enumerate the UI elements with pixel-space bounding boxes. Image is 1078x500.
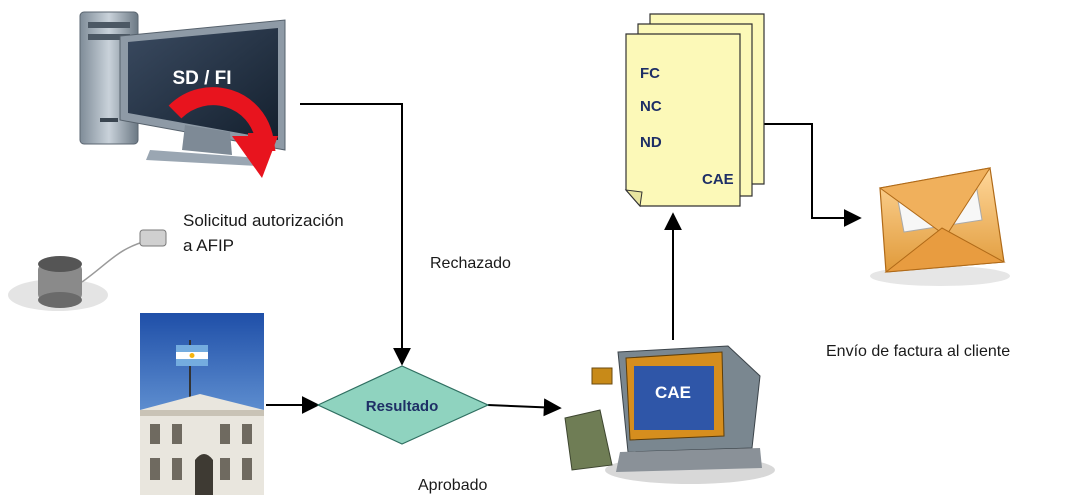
doc-stamp-cae: CAE xyxy=(702,171,734,188)
solicitud-label-line1: Solicitud autorización xyxy=(183,211,344,230)
cae-monitor-icon: CAE xyxy=(564,345,775,484)
arrow-invoices-to-envelope xyxy=(764,123,862,227)
arrow-result-to-cae xyxy=(487,398,562,417)
doc-line-nc: NC xyxy=(640,98,662,115)
doc-line-fc: FC xyxy=(640,65,660,82)
envio-label: Envío de factura al cliente xyxy=(826,343,1011,360)
doc-line-nd: ND xyxy=(640,134,662,151)
envelope-icon xyxy=(870,167,1010,286)
flow-connectors xyxy=(266,103,862,417)
rechazado-label: Rechazado xyxy=(430,255,511,272)
result-decision-diamond: Resultado xyxy=(316,365,490,445)
cae-monitor-label: CAE xyxy=(655,383,691,402)
arrow-request-to-result xyxy=(300,103,411,366)
red-curved-arrow-icon xyxy=(168,87,278,178)
decision-label: Resultado xyxy=(366,398,439,415)
government-building-photo xyxy=(140,313,264,495)
document-stack-icon: FC NC ND CAE xyxy=(624,13,765,208)
computer-screen-label: SD / FI xyxy=(172,68,231,89)
tin-can-phone-icon xyxy=(8,229,167,311)
solicitud-label-line2: a AFIP xyxy=(183,236,235,255)
aprobado-label: Aprobado xyxy=(418,477,488,494)
